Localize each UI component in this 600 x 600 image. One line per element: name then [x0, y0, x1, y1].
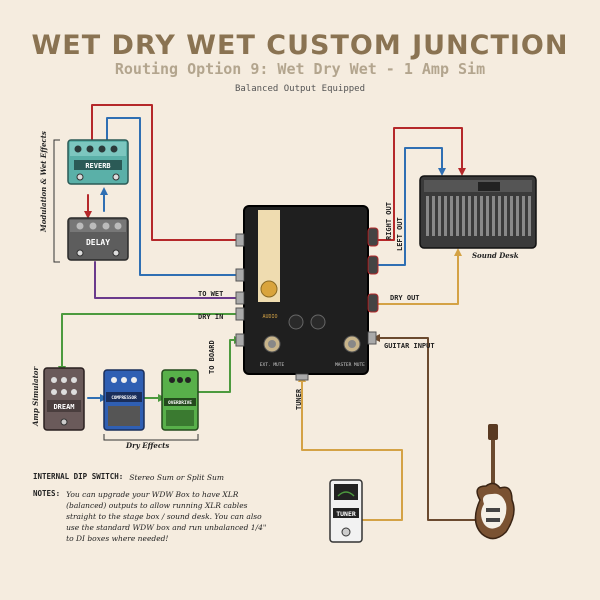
notes-section: INTERNAL DIP SWITCH: Stereo Sum or Split… — [33, 472, 273, 550]
group-label-wet: Modulation & Wet Effects — [39, 131, 48, 233]
dream-label: DREAM — [53, 403, 74, 411]
sound-desk — [419, 175, 537, 249]
label-to-wet: TO WET — [198, 290, 223, 298]
sound-desk-label: Sound Desk — [472, 251, 519, 260]
wdw-junction-box: AUDIO EXT. MUTE MASTER MUTE — [235, 205, 379, 381]
cable-gold-dry-out — [375, 251, 459, 305]
page-subtitle: Routing Option 9: Wet Dry Wet - 1 Amp Si… — [114, 60, 486, 78]
label-left-out: LEFT OUT — [396, 217, 404, 251]
cable-gold-tuner — [301, 377, 403, 521]
cable-purple-delay — [94, 261, 241, 299]
reverb-pedal: REVERB — [67, 139, 129, 185]
dip-switch-key: INTERNAL DIP SWITCH: — [33, 472, 124, 481]
label-dry-out: DRY OUT — [390, 294, 420, 302]
delay-pedal: DELAY — [67, 217, 129, 261]
tuner-label: TUNER — [336, 510, 356, 518]
dip-switch-value: Stereo Sum or Split Sum — [129, 473, 224, 482]
balanced-badge: Balanced Output Equipped — [234, 84, 366, 94]
overdrive-pedal: OVERDRIVE — [161, 369, 199, 431]
compressor-label: COMPRESSOR — [111, 395, 137, 400]
box-master-mute: MASTER MUTE — [335, 362, 365, 368]
cable-blue-reverb — [106, 117, 239, 276]
label-right-out: RIGHT OUT — [385, 202, 393, 240]
label-to-board: TO BOARD — [208, 340, 216, 374]
group-label-amp-sim: Amp Simulator — [31, 366, 40, 427]
label-tuner: TUNER — [295, 388, 303, 410]
cable-green-dry-in — [61, 313, 241, 369]
cable-green-to-board — [195, 339, 239, 393]
tuner-pedal: TUNER — [329, 479, 363, 543]
notes-key: NOTES: — [33, 489, 61, 498]
label-dry-in: DRY IN — [198, 313, 223, 321]
cable-guitar — [375, 337, 485, 521]
group-label-dry: Dry Effects — [125, 441, 169, 450]
delay-label: DELAY — [86, 238, 110, 247]
notes-value: You can upgrade your WDW Box to have XLR… — [66, 490, 267, 543]
compressor-pedal: COMPRESSOR — [103, 369, 145, 431]
cable-red-reverb — [91, 104, 239, 241]
page-title: WET DRY WET CUSTOM JUNCTION — [31, 30, 569, 61]
electric-guitar — [474, 424, 515, 540]
dream-amp-sim-pedal: DREAM — [43, 367, 85, 431]
box-audio-label: AUDIO — [262, 314, 277, 320]
overdrive-label: OVERDRIVE — [168, 400, 192, 406]
cable-blue-left-out — [375, 147, 443, 266]
cable-red-right-out — [375, 127, 463, 241]
reverb-label: REVERB — [85, 162, 110, 170]
label-guitar-input: GUITAR INPUT — [384, 342, 435, 350]
box-ext-mute: EXT. MUTE — [260, 362, 285, 368]
